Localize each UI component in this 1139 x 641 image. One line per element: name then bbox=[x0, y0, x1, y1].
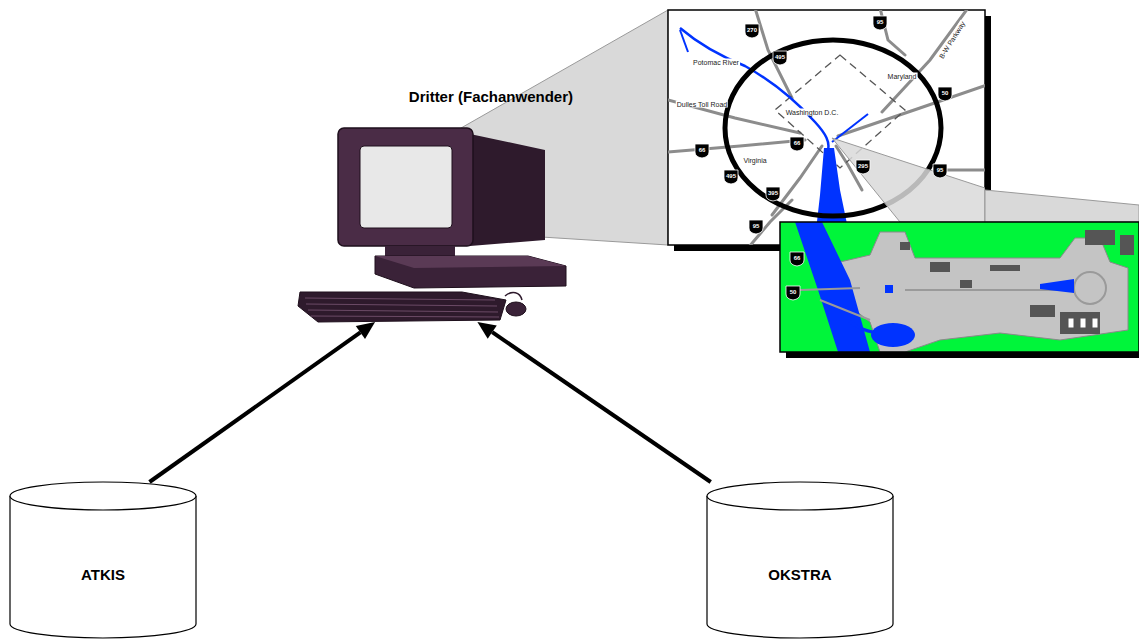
highway-shield bbox=[856, 160, 870, 174]
inset-frame bbox=[780, 222, 1139, 352]
river-potomac bbox=[680, 28, 828, 150]
route-number: 95 bbox=[937, 167, 944, 173]
place-name: Virginia bbox=[742, 157, 767, 164]
place-name: Maryland bbox=[887, 73, 918, 80]
cylinder-outline bbox=[10, 482, 196, 638]
projection-beam bbox=[832, 138, 985, 222]
arrow-line bbox=[150, 332, 361, 482]
route-number: 95 bbox=[753, 223, 760, 229]
flow-arrow bbox=[150, 322, 376, 482]
route-number: 50 bbox=[790, 289, 797, 295]
database-cylinder: OKSTRA bbox=[707, 482, 893, 638]
route-number: 66 bbox=[794, 255, 801, 261]
highway-shield bbox=[724, 170, 738, 184]
user-label: Dritter (Fachanwender) bbox=[281, 88, 573, 105]
place-name: Washington D.C. bbox=[785, 109, 840, 116]
cylinder-outline bbox=[707, 482, 893, 638]
route-number: 395 bbox=[768, 190, 778, 196]
projection-beam bbox=[440, 10, 668, 245]
highway-shield bbox=[873, 16, 887, 30]
route-number: 270 bbox=[747, 27, 757, 33]
place-name: Dulles Toll Road bbox=[676, 101, 728, 108]
place-name: B-W Parkway bbox=[937, 19, 966, 60]
route-number: 66 bbox=[699, 147, 706, 153]
highway-shield bbox=[766, 187, 780, 201]
inset-map bbox=[780, 222, 1139, 352]
highway-shield bbox=[695, 144, 709, 158]
route-number: 495 bbox=[775, 54, 785, 60]
arrow-head bbox=[477, 322, 496, 339]
projection-beam bbox=[985, 190, 1139, 222]
arrow-line bbox=[492, 332, 710, 482]
highway-shield bbox=[938, 87, 952, 101]
route-number: 66 bbox=[794, 140, 801, 146]
district-boundary bbox=[775, 55, 905, 168]
highway-shield bbox=[790, 252, 804, 266]
computer-node: Dritter (Fachanwender) bbox=[281, 88, 575, 322]
route-number: 50 bbox=[942, 90, 949, 96]
arrow-head bbox=[356, 322, 375, 339]
highway-shield bbox=[773, 51, 787, 65]
highway-shield bbox=[749, 220, 763, 234]
highway-shield bbox=[790, 137, 804, 151]
flow-arrow bbox=[477, 322, 710, 482]
route-number: 295 bbox=[858, 163, 868, 169]
highway-shield bbox=[786, 286, 800, 300]
route-number: 95 bbox=[877, 19, 884, 25]
database-name: OKSTRA bbox=[768, 566, 831, 583]
map-content bbox=[668, 10, 985, 245]
place-name: Potomac River bbox=[692, 59, 740, 66]
highway-shield bbox=[745, 24, 759, 38]
route-number: 495 bbox=[726, 173, 736, 179]
database-name: ATKIS bbox=[81, 566, 125, 583]
highway-shield bbox=[933, 164, 947, 178]
computer-illustration bbox=[298, 128, 566, 322]
database-cylinder: ATKIS bbox=[10, 482, 196, 638]
